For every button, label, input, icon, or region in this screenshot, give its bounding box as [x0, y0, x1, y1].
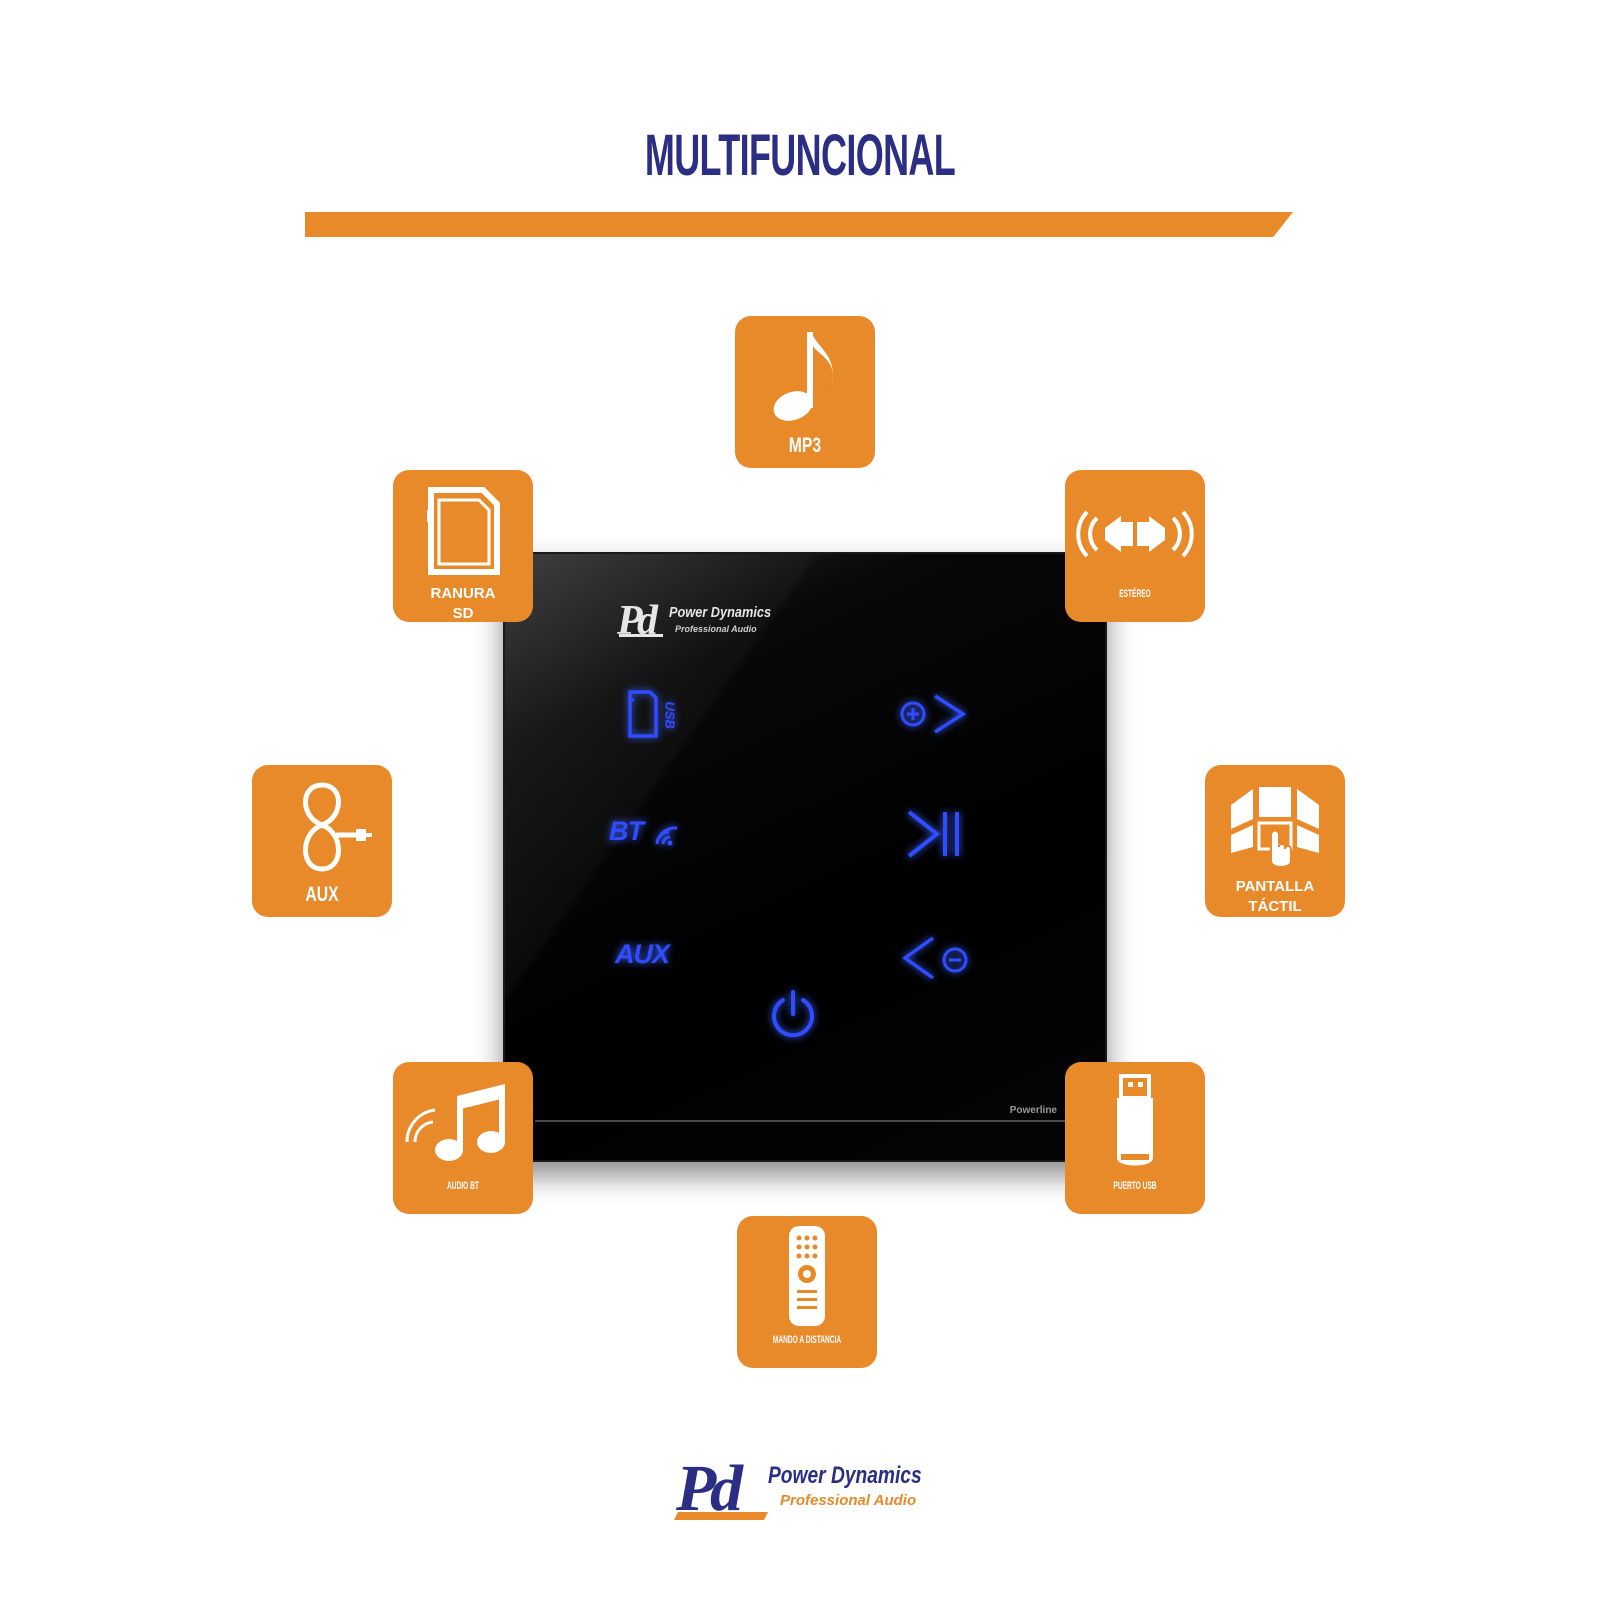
feature-label-sd: RANURA SD	[430, 585, 496, 622]
svg-text:d: d	[637, 598, 659, 642]
wall-control-panel: P d Power Dynamics Professional Audio US…	[503, 552, 1107, 1162]
feature-tile-usb: PUERTO USB	[1065, 1062, 1205, 1214]
music-note-icon	[773, 332, 833, 421]
panel-brand-tagline: Professional Audio	[675, 624, 757, 634]
feature-label-mp3: MP3	[788, 434, 822, 457]
feature-label-remote: MANDO A DISTANCIA	[772, 1334, 842, 1346]
page-title: MULTIFUNCIONAL	[644, 123, 956, 188]
sd-card-key-icon	[628, 690, 658, 738]
feature-tile-sd: RANURA SD	[393, 470, 533, 622]
sd-usb-key[interactable]: USB	[622, 686, 692, 751]
power-icon	[772, 990, 814, 1038]
footer-brand-name: Power Dynamics	[768, 1462, 922, 1489]
feature-tile-remote: MANDO A DISTANCIA	[737, 1216, 877, 1368]
bt-key-label: BT	[609, 816, 644, 846]
feature-label-stereo: ESTÉREO	[1119, 588, 1151, 600]
panel-brand-logo: P d Power Dynamics Professional Audio	[615, 598, 771, 647]
touch-screen-icon	[1231, 787, 1319, 868]
plus-next-icon	[900, 694, 967, 734]
feature-tile-bt-audio: AUDIO BT	[393, 1062, 533, 1214]
pd-logo-icon: P d	[674, 1452, 768, 1525]
aux-key[interactable]: AUX	[615, 939, 670, 969]
feature-tile-mp3: MP3	[735, 316, 875, 468]
footer-brand-logo: P d Power Dynamics Professional Audio	[672, 1452, 942, 1525]
panel-base-line	[535, 1120, 1075, 1122]
feature-label-bt-audio: AUDIO BT	[447, 1180, 479, 1192]
footer-brand-tagline: Professional Audio	[780, 1492, 917, 1509]
play-pause-icon	[907, 810, 959, 858]
wifi-waves-icon	[655, 826, 678, 846]
stereo-speakers-icon	[1076, 510, 1194, 558]
bluetooth-key[interactable]: BT	[609, 816, 678, 847]
volume-up-key[interactable]	[897, 690, 977, 745]
power-key[interactable]	[765, 986, 821, 1047]
usb-drive-icon	[1117, 1074, 1153, 1166]
panel-brand-name: Power Dynamics	[669, 604, 772, 621]
volume-down-key[interactable]	[897, 932, 977, 991]
feature-tile-aux: AUX	[252, 765, 392, 917]
play-pause-key[interactable]	[905, 806, 965, 871]
feature-label-usb: PUERTO USB	[1113, 1180, 1157, 1192]
minus-previous-icon	[901, 936, 968, 980]
pd-logo-icon: P d	[616, 598, 663, 644]
feature-tile-touch: PANTALLA TÁCTIL	[1205, 765, 1345, 917]
bluetooth-music-icon	[405, 1084, 505, 1161]
feature-tile-stereo: ESTÉREO	[1065, 470, 1205, 622]
panel-series-label: Powerline	[1009, 1105, 1057, 1116]
aux-cable-icon	[303, 782, 372, 872]
remote-control-icon	[789, 1226, 825, 1326]
feature-label-aux: AUX	[305, 883, 339, 906]
sd-card-icon	[427, 487, 500, 575]
panel-gloss	[505, 554, 1105, 1160]
usb-key-label: USB	[662, 701, 678, 729]
feature-label-touch: PANTALLA TÁCTIL	[1235, 878, 1315, 915]
title-underline-bar	[305, 212, 1293, 237]
